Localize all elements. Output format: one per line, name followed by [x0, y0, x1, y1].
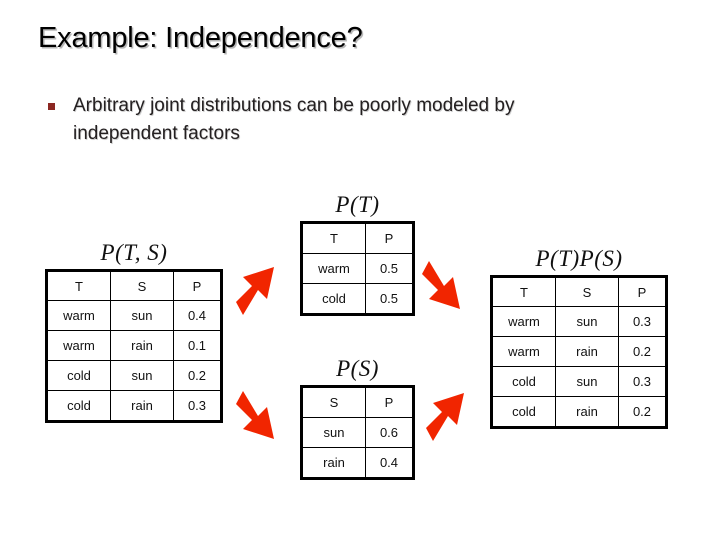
table-row: cold rain 0.3	[46, 390, 222, 422]
marginal-sky-table: S P sun 0.6 rain 0.4	[300, 385, 415, 480]
cell-temperature: warm	[491, 336, 556, 367]
table-row: warm rain 0.2	[491, 336, 667, 367]
column-header: T	[491, 276, 556, 307]
column-header: S	[555, 276, 619, 307]
column-header: P	[618, 276, 667, 307]
table-row: cold sun 0.3	[491, 366, 667, 397]
marginal-sky-group: P(S) S P sun 0.6 rain 0.4	[300, 356, 415, 480]
cell-probability: 0.5	[365, 283, 414, 315]
ps-table-label: P(S)	[336, 356, 379, 381]
table-row: rain 0.4	[301, 447, 414, 479]
cell-probability: 0.6	[365, 417, 414, 448]
table-header-row: S P	[301, 386, 414, 418]
arrow-pt-to-product-icon	[422, 261, 460, 309]
table-row: warm sun 0.4	[46, 300, 222, 331]
column-header: S	[301, 386, 366, 418]
table-row: warm 0.5	[301, 253, 414, 284]
cell-probability: 0.5	[365, 253, 414, 284]
column-header: T	[301, 222, 366, 254]
cell-temperature: warm	[301, 253, 366, 284]
cell-sky: rain	[555, 336, 619, 367]
cell-temperature: cold	[301, 283, 366, 315]
table-row: warm rain 0.1	[46, 330, 222, 361]
cell-sky: rain	[110, 330, 174, 361]
cell-temperature: warm	[46, 300, 111, 331]
cell-probability: 0.2	[173, 360, 222, 391]
cell-temperature: warm	[491, 306, 556, 337]
cell-probability: 0.2	[618, 336, 667, 367]
product-distribution-table: T S P warm sun 0.3 warm rain 0.2 cold su…	[490, 275, 668, 429]
cell-probability: 0.4	[173, 300, 222, 331]
pt-table-label: P(T)	[335, 192, 380, 217]
cell-probability: 0.1	[173, 330, 222, 361]
bullet-square-icon	[48, 103, 55, 110]
joint-table-label: P(T, S)	[100, 240, 168, 265]
column-header: P	[173, 270, 222, 301]
cell-temperature: warm	[46, 330, 111, 361]
product-table-label: P(T)P(S)	[535, 246, 623, 271]
table-header-row: T S P	[491, 276, 667, 307]
cell-temperature: cold	[46, 360, 111, 391]
cell-sky: sun	[110, 360, 174, 391]
cell-sky: rain	[110, 390, 174, 422]
cell-temperature: cold	[46, 390, 111, 422]
cell-sky: sun	[555, 366, 619, 397]
bullet-item-text: Arbitrary joint distributions can be poo…	[73, 95, 515, 144]
cell-probability: 0.3	[618, 366, 667, 397]
table-header-row: T S P	[46, 270, 222, 301]
cell-probability: 0.3	[173, 390, 222, 422]
cell-temperature: cold	[491, 366, 556, 397]
column-header: S	[110, 270, 174, 301]
joint-distribution-table: T S P warm sun 0.4 warm rain 0.1 cold su…	[45, 269, 223, 423]
cell-probability: 0.4	[365, 447, 414, 479]
column-header: P	[365, 222, 414, 254]
bullet-item: Arbitrary joint distributions can be poo…	[48, 92, 648, 148]
column-header: P	[365, 386, 414, 418]
arrow-ps-to-product-icon	[426, 393, 464, 441]
cell-sky: rain	[301, 447, 366, 479]
cell-probability: 0.2	[618, 396, 667, 428]
arrow-joint-to-pt-icon	[236, 267, 274, 315]
joint-distribution-group: P(T, S) T S P warm sun 0.4 warm rain 0.1	[45, 240, 223, 423]
marginal-temperature-group: P(T) T P warm 0.5 cold 0.5	[300, 192, 415, 316]
arrow-joint-to-ps-icon	[236, 391, 274, 439]
cell-sky: rain	[555, 396, 619, 428]
table-row: cold sun 0.2	[46, 360, 222, 391]
cell-sky: sun	[110, 300, 174, 331]
table-row: cold 0.5	[301, 283, 414, 315]
column-header: T	[46, 270, 111, 301]
cell-sky: sun	[555, 306, 619, 337]
cell-temperature: cold	[491, 396, 556, 428]
table-row: warm sun 0.3	[491, 306, 667, 337]
product-distribution-group: P(T)P(S) T S P warm sun 0.3 warm rain 0.…	[490, 246, 668, 429]
page-title: Example: Independence?	[38, 22, 363, 54]
marginal-temperature-table: T P warm 0.5 cold 0.5	[300, 221, 415, 316]
cell-sky: sun	[301, 417, 366, 448]
table-row: sun 0.6	[301, 417, 414, 448]
cell-probability: 0.3	[618, 306, 667, 337]
table-row: cold rain 0.2	[491, 396, 667, 428]
table-header-row: T P	[301, 222, 414, 254]
